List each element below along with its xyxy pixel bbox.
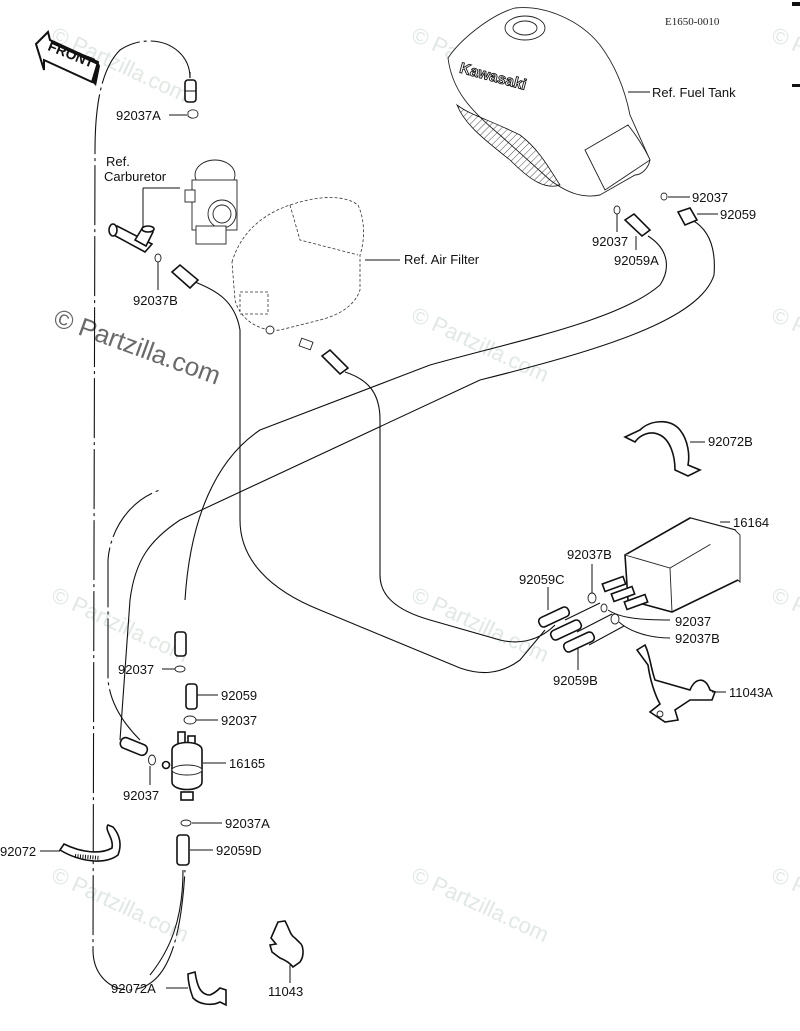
callout-11043: 11043 [268,984,303,999]
ref-carburetor-label-2: Carburetor [104,169,167,184]
callout-92037b-canister-top: 92037B [567,547,612,562]
canister-hoses [537,606,596,653]
hoses [92,40,715,991]
callout-92037a-lower: 92037A [225,816,270,831]
clamp-92072b [623,420,702,477]
callout-92072a: 92072A [111,981,156,996]
watermark: © Partzilla.com [768,302,800,387]
callout-92072: 92072 [0,844,36,859]
clamp-icon [148,754,156,766]
hose-fitting [119,736,149,757]
fuel-tank: Kawasaki [447,7,651,197]
watermark: © Partzilla.com [408,862,553,947]
callout-92059d: 92059D [216,843,262,858]
leader-line [618,621,671,639]
clamp-icon [600,603,608,613]
callout-92037-tank-left: 92037 [592,234,628,249]
band-92072 [58,824,121,862]
callout-92037b-carb: 92037B [133,293,178,308]
callout-92037-separator: 92037 [221,713,257,728]
diagram-code: E1650-0010 [665,16,720,28]
callout-92037-canister: 92037 [675,614,711,629]
callout-92059-separator: 92059 [221,688,257,703]
watermark: © Partzilla.com [768,862,800,947]
callout-92037b-canister-bottom: 92037B [675,631,720,646]
clamp-icon [187,109,199,119]
corner-mark [792,84,800,87]
callout-92037-separator-side: 92037 [123,788,159,803]
callout-92059b: 92059B [553,673,598,688]
corner-mark [792,2,800,6]
ref-air-filter-label: Ref. Air Filter [404,252,480,267]
callout-16164: 16164 [733,515,769,530]
clamp-icon [154,253,162,263]
callout-16165: 16165 [229,756,265,771]
watermark: © Partzilla.com [768,582,800,667]
watermark: © Partzilla.com [408,582,553,667]
tank-fittings [613,192,699,238]
leader-line [142,187,180,230]
clamp-icon [180,819,192,827]
bracket-11043 [268,920,304,969]
watermarks: © Partzilla.com © Partzilla.com © Partzi… [48,22,800,947]
callout-92072b: 92072B [708,434,753,449]
callout-92037a-top: 92037A [116,108,161,123]
callout-92059c: 92059C [519,572,565,587]
air-filter [231,197,364,376]
hose-fitting [170,263,200,290]
t-joint [108,223,155,254]
hose-fitting [176,834,190,866]
fuel-separator [161,631,203,801]
watermark-main: © Partzilla.com [50,302,225,390]
clamp-92072a [187,970,227,1007]
clamp-icon [610,613,620,625]
callout-92037-separator-top: 92037 [118,662,154,677]
callout-92059-tank-right: 92059 [720,207,756,222]
watermark: © Partzilla.com [408,302,553,387]
callout-92059a: 92059A [614,253,659,268]
clamp-icon [587,592,597,604]
watermark: © Partzilla.com [48,582,193,667]
leader-line [607,609,671,621]
ref-carburetor-label-1: Ref. [106,154,130,169]
canister [601,517,741,613]
watermark: © Partzilla.com [48,862,193,947]
bracket-11043a [635,643,717,723]
ref-fuel-tank-label: Ref. Fuel Tank [652,85,736,100]
callout-92037-tank-right: 92037 [692,190,728,205]
callout-11043a: 11043A [729,685,773,700]
watermark: © Partzilla.com [768,22,800,107]
carburetor [184,159,238,245]
